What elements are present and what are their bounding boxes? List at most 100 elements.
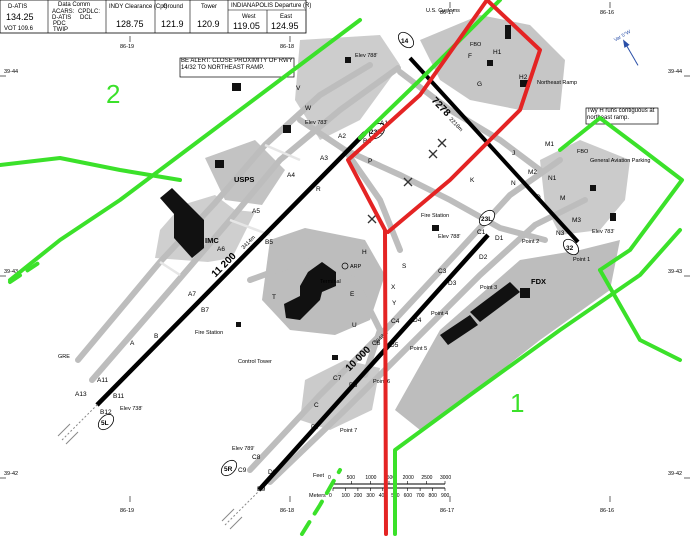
twy-d9: D9: [257, 486, 266, 493]
twy-n3: N3: [556, 230, 565, 237]
grid-bottom-2: 86-18: [280, 508, 294, 514]
fdx-building-1: [470, 282, 520, 322]
twy-c8: C8: [252, 454, 261, 461]
point-labels: Point 1 Point 2 Point 3 Point 4 Point 5 …: [340, 239, 590, 434]
elev-32: Elev 783': [592, 229, 614, 235]
twy-letter-x: X: [391, 284, 396, 291]
acars-label: ACARS:: [52, 9, 75, 15]
twy-m3: M3: [572, 217, 581, 224]
alert-note-text: BE ALERT: CLOSE PROXIMITY OF RWY 14/32 T…: [181, 58, 293, 71]
twy-c5: C5: [372, 340, 381, 347]
point-3: Point 3: [480, 285, 497, 291]
twy-d3: D3: [448, 280, 457, 287]
fdx-building-3: [520, 288, 530, 298]
green-zone-1-lower: [300, 468, 342, 536]
label-fbo-north: FBO: [470, 42, 482, 48]
scale-feet-tick-label: 0: [328, 475, 331, 481]
tower-label: Tower: [201, 4, 217, 10]
north-building-3: [232, 83, 241, 91]
scale-feet-tick-label: 2000: [403, 475, 414, 481]
scale-feet-label: Feet: [313, 473, 324, 479]
buildings: [160, 25, 616, 360]
green-zone-2-dash: [8, 260, 42, 284]
coordinate-grid: [0, 2, 690, 502]
south-building: [332, 355, 338, 360]
north-apron: [295, 35, 400, 140]
scale-feet-tick-label: 1000: [365, 475, 376, 481]
label-northeast-ramp: Northeast Ramp: [537, 80, 577, 86]
twy-c4: C4: [391, 318, 400, 325]
grid-left-2: 39-43: [4, 269, 18, 275]
twy-d8: D8: [268, 469, 277, 476]
clearance-label: INDY Clearance (Cpt): [109, 4, 167, 10]
point-1: Point 1: [573, 257, 590, 263]
twy-b12: B12: [100, 409, 112, 416]
fdx-ramp: [395, 240, 620, 430]
area-labels: USPS IMC FDX Terminal Fire Station Contr…: [58, 8, 650, 365]
twy-a2: A2: [338, 133, 346, 140]
scale-feet-tick-label: 1500: [384, 475, 395, 481]
twy-b11: B11: [113, 393, 124, 400]
twy-letter-a: A: [130, 340, 135, 347]
grid-bottom-4: 86-16: [600, 508, 614, 514]
scale-feet-tick-label: 3000: [440, 475, 451, 481]
twy-a11: A11: [97, 377, 108, 384]
acars-pdc: PDC: [53, 21, 66, 27]
departure-west-freq: 119.05: [233, 21, 260, 31]
twy-d6: D6: [349, 382, 358, 389]
twy-h-note-text: Twy H runs contiguous at northeast ramp.: [587, 108, 655, 121]
twy-letter-n: N: [511, 180, 516, 187]
ga-building-2: [590, 185, 596, 191]
grid-top-4: 86-16: [600, 10, 614, 16]
rwy-end-23l-label: 23L: [481, 216, 492, 223]
twy-m2: M2: [528, 169, 537, 176]
twy-letter-r: R: [316, 186, 321, 193]
twy-c7: C7: [333, 375, 342, 382]
elev-5l: Elev 738': [120, 406, 142, 412]
twy-m1: M1: [545, 141, 554, 148]
twy-letter-w: W: [305, 105, 312, 112]
rwy-end-14: 14: [398, 31, 414, 49]
twy-d4: D4: [413, 317, 422, 324]
scale-meter-tick-label: 300: [366, 493, 375, 499]
twy-letter-v: V: [296, 85, 301, 92]
elev-5r: Elev 789': [232, 446, 254, 452]
label-ga-parking: General Aviation Parking: [590, 158, 650, 164]
twy-letter-t: T: [272, 294, 276, 301]
twy-letter-k: K: [470, 177, 475, 184]
grid-left-3: 39-42: [4, 471, 18, 477]
runway-5r-23l: [257, 233, 490, 492]
label-gre: GRE: [58, 354, 70, 360]
grid-top-2: 86-18: [280, 44, 294, 50]
elev-a1: Elev 783': [305, 120, 327, 126]
ga-building-1: [610, 213, 616, 221]
scale-meter-tick-label: 700: [416, 493, 425, 499]
usps-building: [215, 160, 224, 168]
twy-d1: D1: [495, 235, 504, 242]
elev-23r: Elev 788': [355, 53, 377, 59]
fire-station-bldg: [432, 225, 439, 231]
frequency-header: D-ATIS 134.25 VOT 109.6 Data Comm ACARS:…: [0, 0, 311, 34]
twy-c1: C1: [477, 229, 486, 236]
twy-a13: A13: [75, 391, 87, 398]
twy-letter-p: P: [368, 158, 372, 165]
clearance-freq: 128.75: [116, 19, 144, 29]
green-right-edge: [598, 268, 682, 362]
label-fdx: FDX: [531, 277, 546, 286]
twy-d5: D5: [390, 342, 399, 349]
label-usps: USPS: [234, 175, 254, 184]
twy-letter-u: U: [352, 322, 357, 329]
green-northeast-edge: [558, 116, 684, 272]
grid-right-1: 39-44: [668, 69, 682, 75]
twy-letter-j: J: [512, 150, 515, 157]
north-var-label: Var 5°W: [613, 29, 632, 43]
datacomm-label: Data Comm: [58, 2, 90, 8]
rwy-end-32-label: 32: [566, 245, 574, 252]
north-arrow: Var 5°W: [613, 29, 639, 66]
ga-building-3: [505, 25, 511, 39]
twy-a5: A5: [252, 208, 260, 215]
cpdlc-label: CPDLC:: [78, 9, 100, 15]
twy-letter-c: C: [314, 402, 319, 409]
